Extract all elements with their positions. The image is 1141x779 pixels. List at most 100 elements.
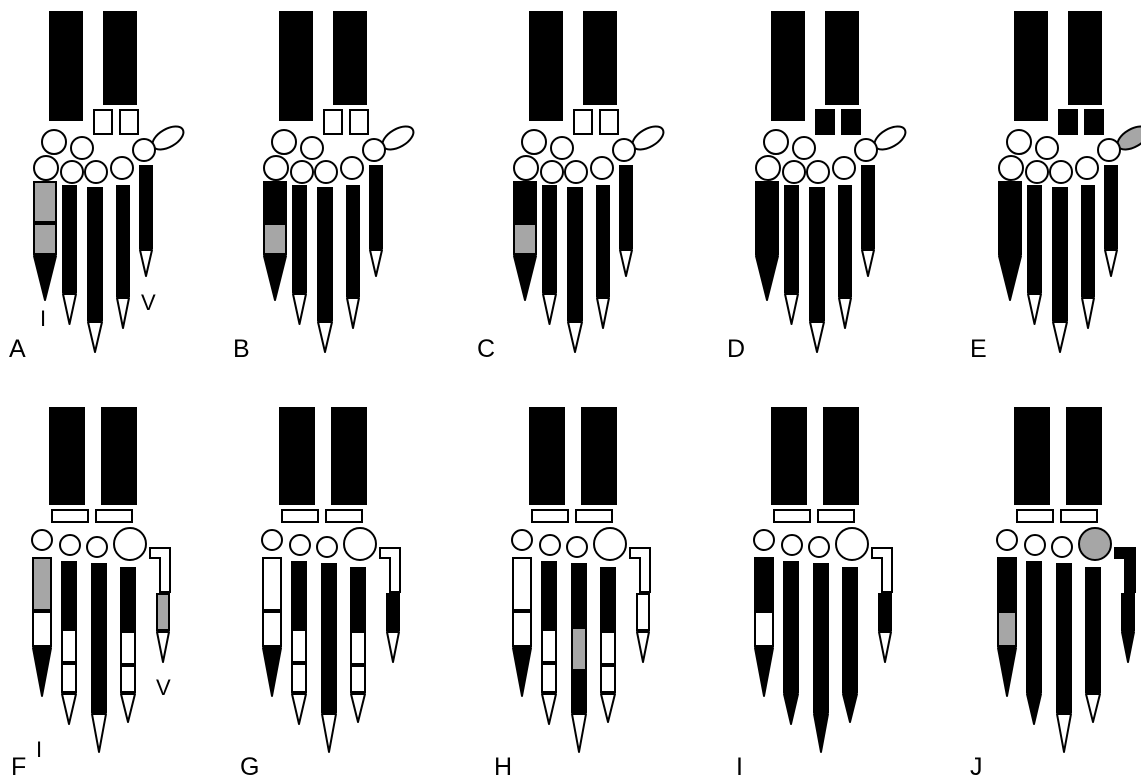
phalanx-segment [322,628,336,670]
digit-4 [839,186,851,328]
intermedium-carpal [1059,110,1077,134]
phalanx-segment [839,244,851,296]
phalanx-segment [62,664,76,692]
radius-bone [530,12,562,120]
digit-3 [568,188,582,352]
distal-carpal-2 [60,535,80,555]
panel-I [754,408,892,752]
phalanx-segment [63,186,76,244]
phalanx-segment [513,612,531,646]
panel-label-D: D [727,335,745,363]
panel-label-I: I [736,753,743,779]
ungual-phalanx [999,256,1021,300]
distal-carpal-3 [567,537,587,557]
intermedium-carpal [816,110,834,134]
phalanx-segment [292,630,306,662]
radius-bone [772,408,806,504]
digit-2 [1027,562,1041,724]
distal-carpal-3 [565,161,587,183]
centrale-carpal [301,137,323,159]
ungual-phalanx [572,714,586,752]
distal-carpal-2 [1026,161,1048,183]
ungual-phalanx [839,298,851,328]
phalanx-segment [1028,186,1041,244]
intermedium-carpal [324,110,342,134]
phalanx-segment [347,186,359,242]
digit-4 [1086,568,1100,722]
panel-label-J: J [970,753,983,779]
phalanx-segment [862,208,874,248]
phalanx-segment [351,632,365,664]
ungual-phalanx [63,294,76,324]
distal-carpal-3 [807,161,829,183]
digit-label-v: V [156,675,171,700]
ulnare-carpal [1061,510,1097,522]
panel-label-B: B [233,335,250,363]
panel-E [999,12,1141,352]
ungual-phalanx [322,714,336,752]
ungual-phalanx [862,250,874,276]
phalanx-segment [601,632,615,664]
distal-carpal-4 [833,157,855,179]
phalanx-segment [62,562,76,628]
digit-2 [293,186,306,324]
phalanx-segment [33,612,51,646]
phalanx-segment [62,630,76,662]
digit-3 [318,188,332,352]
digit-3 [322,564,336,752]
distal-carpal-3 [315,161,337,183]
phalanx-segment [1028,246,1041,292]
phalanx-segment [601,666,615,692]
phalanx-segment [998,612,1016,646]
panel-A [34,12,187,352]
distal-carpal-4 [591,157,613,179]
pisiform-bone [836,528,868,560]
distal-carpal-5 [133,139,155,161]
pisiform-bone [114,528,146,560]
phalanx-segment [318,188,332,242]
distal-carpal-4 [341,157,363,179]
radiale-carpal [42,130,66,154]
phalanx-segment [318,290,332,320]
phalanx-segment [784,562,798,628]
digit-4 [843,568,857,722]
distal-carpal-2 [290,535,310,555]
phalanx-segment [568,188,582,242]
phalanx-segment [755,558,773,610]
distal-carpal-2 [291,161,313,183]
phalanx-segment [140,166,152,206]
digit-4 [1082,186,1094,328]
distal-carpal-2 [541,161,563,183]
intermedium-carpal [1017,510,1053,522]
phalanx-segment [637,594,649,630]
phalanx-segment [814,628,828,670]
ungual-phalanx [637,632,649,662]
digit-3 [814,564,828,752]
distal-carpal-5 [855,139,877,161]
phalanx-segment [1027,562,1041,628]
digit-4 [347,186,359,328]
intermedium-carpal [574,110,592,134]
phalanx-segment [620,208,632,248]
ulnare-carpal [600,110,618,134]
digit-3 [88,188,102,352]
phalanx-segment [292,562,306,628]
digit-4 [121,568,135,722]
ungual-phalanx [117,298,129,328]
phalanx-segment [121,632,135,664]
distal-carpal-1 [756,156,780,180]
metacarpal-5-hook [872,548,892,592]
phalanx-segment [572,564,586,626]
ulna-bone [104,12,136,104]
ulnare-carpal [1085,110,1103,134]
phalanx-segment [1057,564,1071,626]
phalanx-segment [157,594,169,630]
distal-carpal-4 [1076,157,1098,179]
ulna-bone [1067,408,1101,504]
phalanx-segment [264,224,286,254]
phalanx-segment [1105,208,1117,248]
phalanx-segment [263,612,281,646]
ulna-bone [826,12,858,104]
metacarpal-5-hook [1115,548,1135,592]
digit-2 [292,562,306,724]
